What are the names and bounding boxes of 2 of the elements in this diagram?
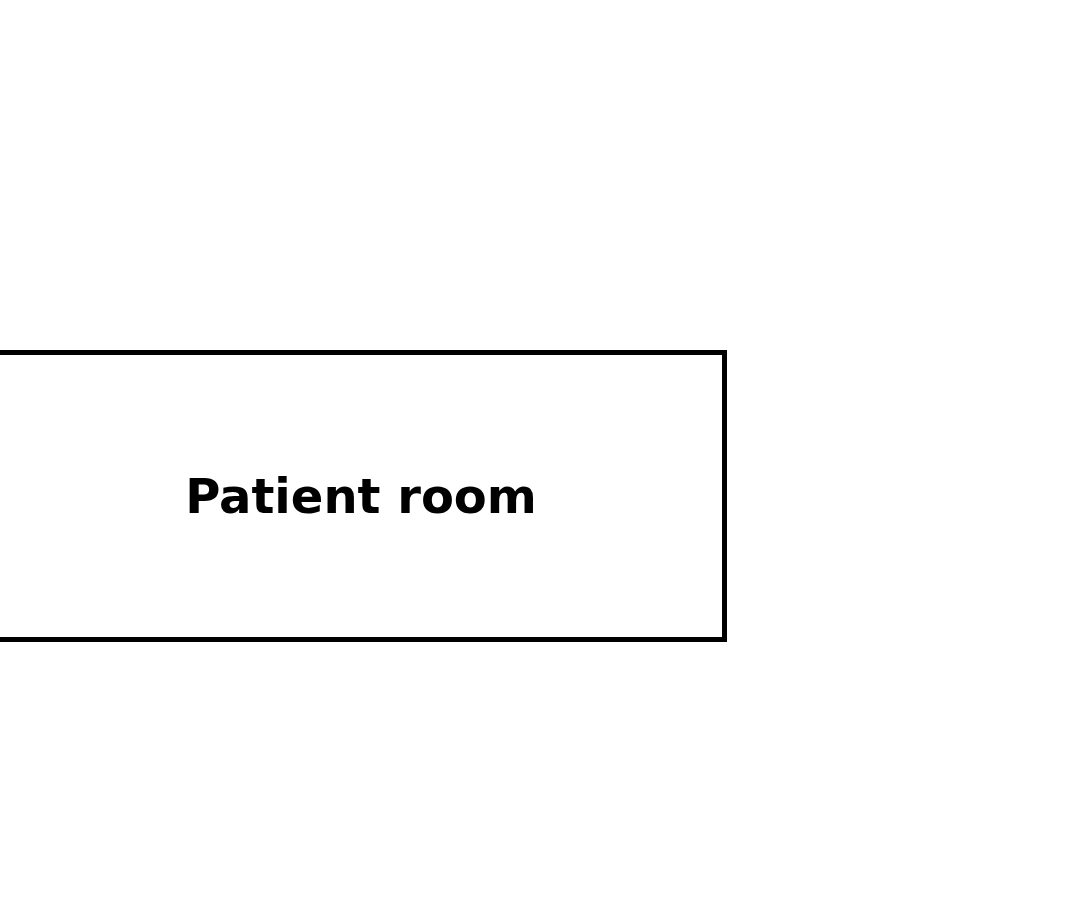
room-outline [0, 350, 727, 642]
room-label: Patient room [185, 468, 537, 524]
